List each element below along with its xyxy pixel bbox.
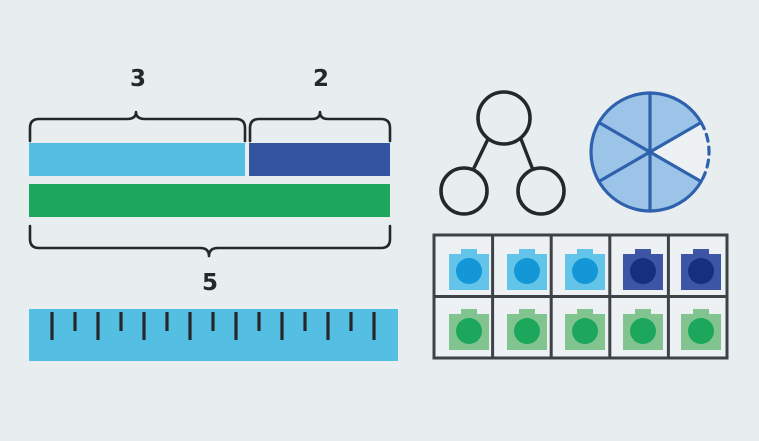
number-bond-tree: [439, 90, 566, 216]
pie-divider: [597, 120, 703, 184]
block-stud: [635, 309, 651, 316]
pie-slice-filled: [590, 122, 650, 182]
block-dot: [630, 318, 656, 344]
bar-segment-light-blue: [29, 143, 245, 176]
pie-outline-dashed: [699, 120, 711, 184]
block-green: [565, 309, 605, 350]
block-dot: [688, 318, 714, 344]
block-dark-blue: [623, 249, 663, 290]
node-parent: [476, 90, 532, 146]
block-grid-lines: [432, 233, 729, 360]
edge-parent-to-right: [519, 137, 535, 172]
bar-whole-green: [29, 184, 390, 217]
block-stud: [519, 249, 535, 256]
block-green: [507, 309, 547, 350]
ruler-graphic: [29, 309, 398, 361]
block-stud: [693, 249, 709, 256]
block-stud: [519, 309, 535, 316]
block-green: [681, 309, 721, 350]
block-grid-row: [449, 249, 721, 290]
node-child-left: [439, 166, 489, 216]
bar-model-diagram: [28, 110, 392, 258]
block-stud: [577, 309, 593, 316]
block-dot: [572, 258, 598, 284]
bar-label-whole: 5: [201, 270, 218, 296]
block-stud: [461, 249, 477, 256]
block-dot: [456, 258, 482, 284]
block-dot: [630, 258, 656, 284]
block-light-blue: [565, 249, 605, 290]
block-stud: [461, 309, 477, 316]
bar-label-part-one: 3: [129, 66, 146, 92]
block-stud: [693, 309, 709, 316]
block-dot: [572, 318, 598, 344]
fraction-pie-chart: [589, 91, 711, 213]
block-light-blue: [449, 249, 489, 290]
brace-top-left: [28, 110, 247, 143]
brace-top-right: [248, 110, 392, 143]
block-dark-blue: [681, 249, 721, 290]
block-grid: [432, 233, 729, 360]
pie-outline-solid: [589, 91, 703, 213]
block-dot: [688, 258, 714, 284]
block-light-blue: [507, 249, 547, 290]
brace-bottom: [28, 224, 392, 258]
ruler-ticks: [50, 312, 376, 340]
block-green: [623, 309, 663, 350]
bar-label-part-two: 2: [312, 66, 329, 92]
block-stud: [577, 249, 593, 256]
block-stud: [635, 249, 651, 256]
node-child-right: [516, 166, 566, 216]
edge-parent-to-left: [471, 137, 490, 172]
block-dot: [514, 318, 540, 344]
block-dot: [456, 318, 482, 344]
block-green: [449, 309, 489, 350]
block-dot: [514, 258, 540, 284]
bar-segment-dark-blue: [249, 143, 390, 176]
block-grid-row: [449, 309, 721, 350]
